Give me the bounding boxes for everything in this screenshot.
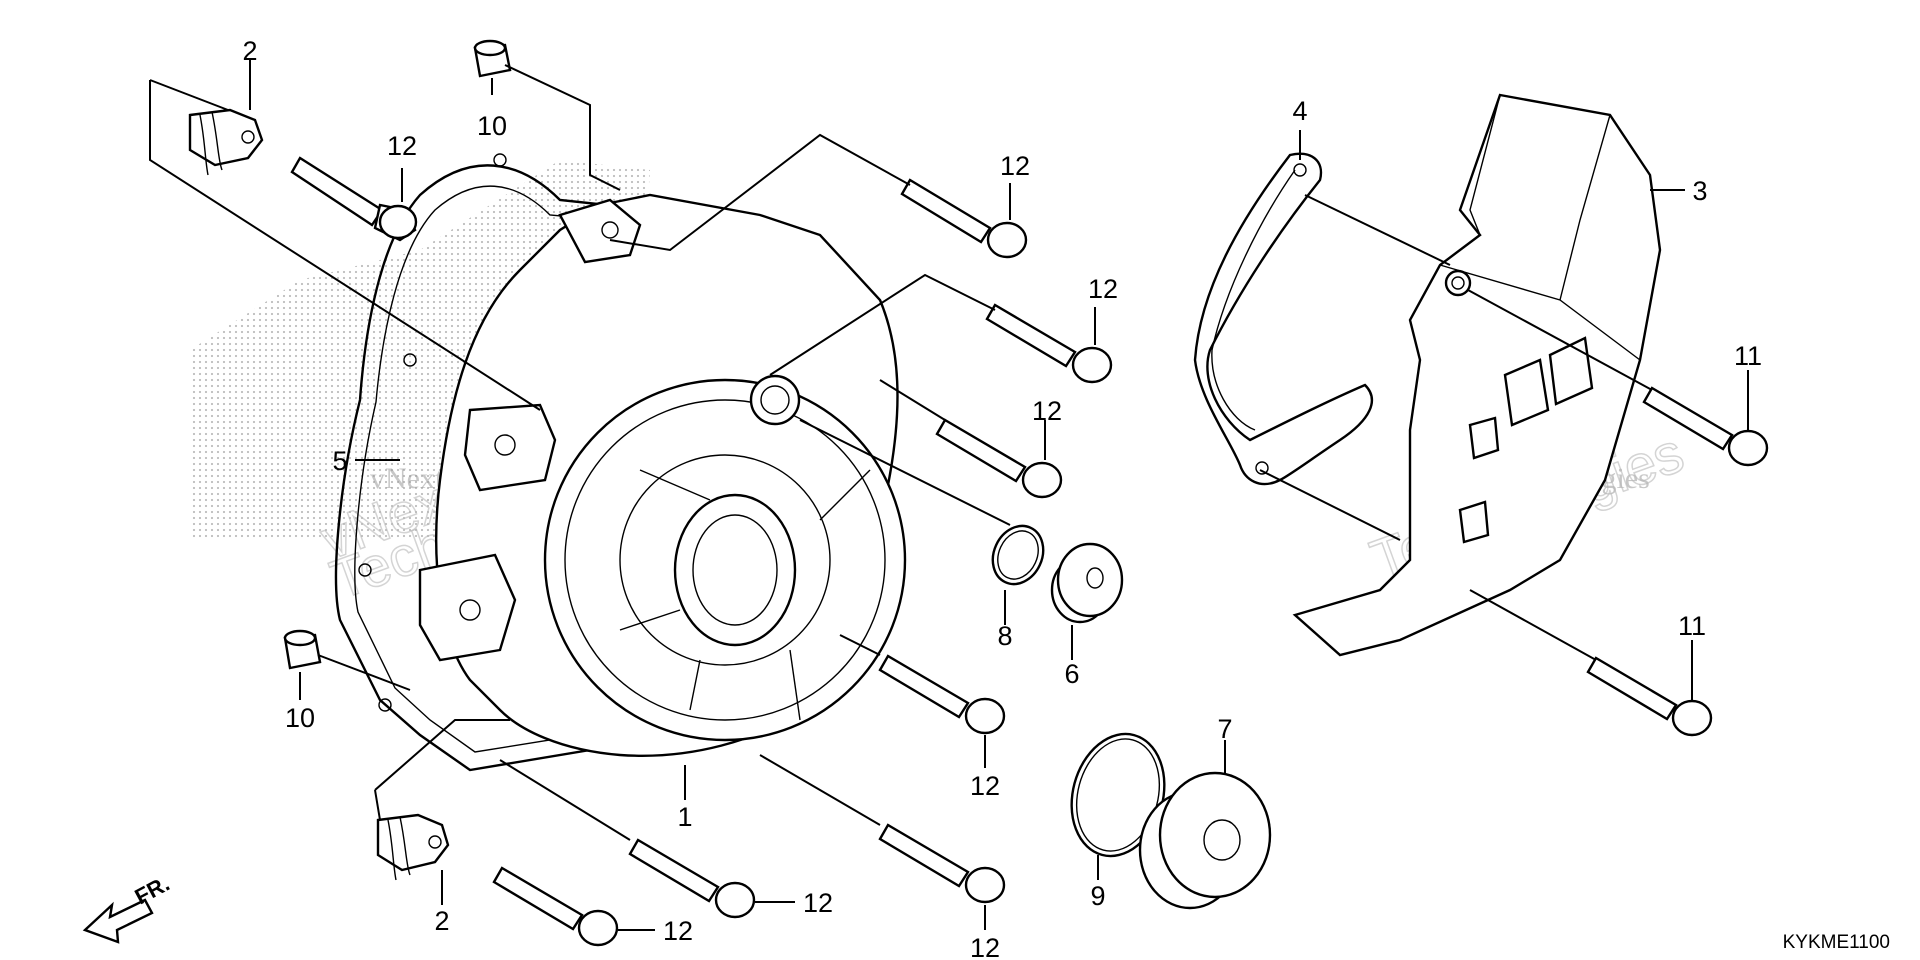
callout-12-lower-right-2: 12 [970, 933, 1000, 960]
callout-6: 6 [1064, 659, 1079, 689]
callout-12-bottom-1: 12 [803, 888, 833, 918]
callout-3: 3 [1692, 176, 1707, 206]
cover-part-1 [418, 193, 907, 757]
callout-7: 7 [1217, 714, 1232, 744]
clamp-part-2-bottom [376, 813, 450, 881]
o-ring-part-8 [991, 524, 1045, 586]
callout-11-lower: 11 [1678, 611, 1706, 641]
front-arrow-icon [82, 898, 154, 944]
callout-10-top: 10 [477, 111, 507, 141]
bolt-12-a [290, 156, 418, 242]
bolt-12-h [492, 866, 619, 947]
callout-2-top: 2 [242, 36, 257, 66]
callout-9: 9 [1090, 881, 1105, 911]
callout-12-right-2: 12 [1088, 274, 1118, 304]
callout-11-upper: 11 [1734, 341, 1762, 371]
callout-1: 1 [677, 802, 692, 832]
bolt-12-e [878, 654, 1006, 735]
callout-12-lower-right-1: 12 [970, 771, 1000, 801]
cap-part-6 [1050, 542, 1124, 624]
bolts [290, 156, 1769, 947]
bolt-12-b [900, 178, 1028, 259]
bolt-11-a [1642, 386, 1769, 467]
cap-part-7 [1138, 771, 1272, 910]
bolt-12-f [878, 823, 1006, 904]
callout-4: 4 [1292, 96, 1307, 126]
callout-12-bottom-2: 12 [663, 916, 693, 946]
front-direction-indicator: FR. [82, 871, 174, 944]
gasket-part-4 [1193, 152, 1374, 486]
dowel-part-10-bottom [283, 629, 322, 670]
callout-5: 5 [332, 446, 347, 476]
clamp-part-2-top [188, 108, 264, 176]
leader-lines [149, 60, 1749, 931]
callout-labels: 2 12 10 12 12 12 8 6 12 12 12 12 2 10 1 … [242, 36, 1762, 960]
callout-8: 8 [997, 621, 1012, 651]
callout-2-bottom: 2 [434, 906, 449, 936]
bolt-12-c [985, 303, 1113, 384]
callout-12-right-3: 12 [1032, 396, 1062, 426]
bolt-12-d [935, 418, 1063, 499]
diagram-code: KYKME1100 [1783, 932, 1890, 953]
bolt-12-g [628, 838, 756, 919]
dowel-part-10-top [473, 39, 512, 78]
bolt-11-b [1586, 656, 1713, 737]
cover-part-3 [1292, 93, 1662, 657]
callout-12-top-left: 12 [387, 131, 417, 161]
callout-10-bottom: 10 [285, 703, 315, 733]
callout-12-right-1: 12 [1000, 151, 1030, 181]
